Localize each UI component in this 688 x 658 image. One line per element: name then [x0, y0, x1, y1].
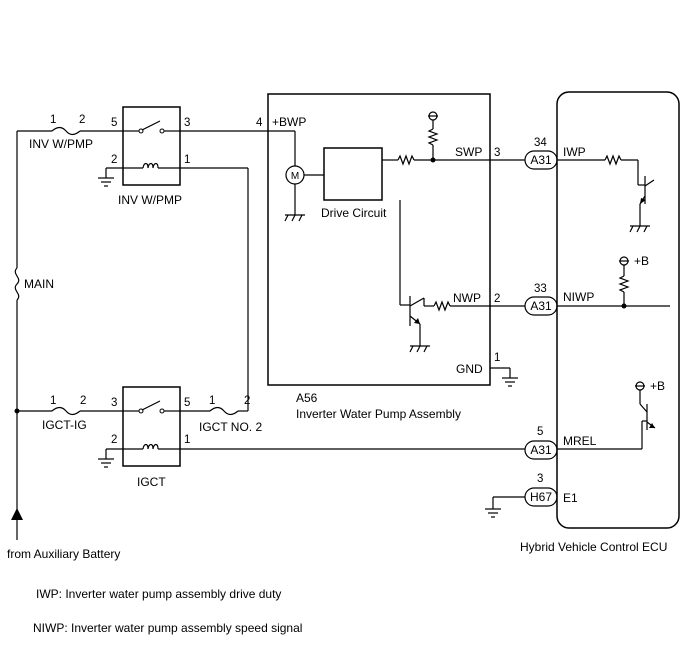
- nwp-pin: 2: [494, 293, 500, 305]
- bwp-label: +BWP: [272, 115, 306, 129]
- relay-switch-icon: [123, 120, 180, 134]
- ground-icon: [502, 377, 518, 387]
- igct-ig-fuse-icon: [51, 406, 81, 416]
- pump-assembly-name: Inverter Water Pump Assembly: [296, 407, 461, 421]
- legend: IWP: Inverter water pump assembly drive …: [33, 587, 302, 635]
- inv-pump-fuse-label: INV W/PMP: [29, 137, 93, 151]
- transistor-icon: [639, 403, 656, 430]
- inv-pump-circuit: 1 2 INV W/PMP 5 3 2 1 INV W/P: [17, 106, 295, 411]
- igct-relay-pin-1: 1: [184, 434, 190, 446]
- igct-relay-pin-3: 3: [111, 397, 117, 409]
- igct2-fuse-pin-out: 2: [244, 395, 250, 407]
- e1-label: E1: [563, 491, 578, 505]
- niwp-connector: A31 33: [524, 283, 558, 316]
- transistor-icon: [409, 296, 425, 326]
- main-fuse-icon: [14, 267, 20, 301]
- ecu-name: Hybrid Vehicle Control ECU: [520, 540, 667, 554]
- svg-text:A31: A31: [530, 443, 552, 457]
- ground-icon: [485, 508, 501, 518]
- gnd-pin: 1: [494, 352, 500, 364]
- e1-pin: 3: [537, 473, 543, 485]
- ground-icon: [98, 458, 114, 468]
- inv-fuse-pin-out: 2: [79, 114, 85, 126]
- mrel-label: MREL: [563, 434, 597, 448]
- inv-relay-pin-2: 2: [111, 154, 117, 166]
- igct-relay-pin-2: 2: [111, 434, 117, 446]
- igct-fuse-pin-in: 1: [50, 395, 56, 407]
- relay-coil-icon: [123, 162, 180, 169]
- inv-pump-relay-label: INV W/PMP: [118, 193, 182, 207]
- transistor-icon: [639, 176, 655, 205]
- chassis-ground-icon: [629, 225, 650, 233]
- inverter-water-pump-assembly: 4 +BWP M Drive Circuit SWP 3: [256, 93, 525, 421]
- inv-pump-relay: [122, 106, 181, 186]
- igct-relay-pin-5: 5: [184, 397, 190, 409]
- relay-switch-icon: [123, 400, 180, 414]
- ground-icon: [98, 177, 114, 187]
- svg-text:H67: H67: [530, 490, 552, 504]
- svg-text:A31: A31: [530, 153, 552, 167]
- relay-coil-icon: [123, 443, 180, 450]
- drive-circuit-block: [323, 147, 383, 201]
- drive-circuit-label: Drive Circuit: [321, 206, 387, 220]
- resistor-icon: [618, 275, 630, 293]
- plus-b-label-1: +B: [634, 254, 649, 268]
- resistor-icon: [397, 154, 415, 166]
- legend-item: IWP: Inverter water pump assembly drive …: [36, 587, 281, 601]
- chassis-ground-icon: [409, 345, 430, 353]
- inv-pump-fuse-icon: [51, 126, 81, 136]
- resistor-icon: [604, 154, 622, 166]
- igct-circuit: 1 2 IGCT-IG 3 5 2 1 IGCT: [17, 386, 525, 489]
- igct-ig-fuse-label: IGCT-IG: [42, 418, 87, 432]
- swp-label: SWP: [455, 145, 482, 159]
- inv-relay-pin-1: 1: [184, 154, 190, 166]
- main-fuse-label: MAIN: [24, 277, 54, 291]
- plus-b-label-2: +B: [650, 379, 665, 393]
- resistor-icon: [427, 128, 439, 146]
- power-feed: from Auxiliary Battery MAIN: [7, 131, 120, 561]
- mrel-pin: 5: [537, 426, 543, 438]
- chassis-ground-icon: [284, 214, 305, 222]
- igct-fuse-pin-out: 2: [80, 395, 86, 407]
- legend-item: NIWP: Inverter water pump assembly speed…: [33, 621, 302, 635]
- igct2-fuse-pin-in: 1: [209, 395, 215, 407]
- inv-relay-pin-5: 5: [111, 117, 117, 129]
- inv-fuse-pin-in: 1: [50, 114, 56, 126]
- niwp-pin: 33: [534, 283, 547, 295]
- inv-relay-pin-3: 3: [184, 117, 190, 129]
- igct-no2-fuse-label: IGCT NO. 2: [199, 420, 262, 434]
- resistor-icon: [433, 300, 451, 312]
- bwp-pin: 4: [256, 117, 263, 129]
- battery-source-label: from Auxiliary Battery: [7, 547, 120, 561]
- pump-assembly-code: A56: [296, 391, 318, 405]
- hybrid-vehicle-control-ecu: IWP NIWP +B MREL: [520, 91, 680, 554]
- igct-relay-label: IGCT: [137, 475, 166, 489]
- igct-no2-fuse-icon: [209, 406, 239, 416]
- iwp-connector: A31 34: [524, 137, 558, 170]
- niwp-label: NIWP: [563, 290, 594, 304]
- iwp-label: IWP: [563, 145, 586, 159]
- mrel-connector: A31 5: [524, 426, 558, 460]
- e1-connector: H67 3: [485, 473, 558, 518]
- swp-pin: 3: [494, 147, 500, 159]
- nwp-label: NWP: [453, 291, 481, 305]
- motor-symbol: M: [291, 171, 299, 182]
- iwp-pin: 34: [534, 137, 547, 149]
- battery-arrow-icon: [11, 508, 23, 520]
- gnd-label: GND: [456, 362, 483, 376]
- svg-text:A31: A31: [530, 299, 552, 313]
- igct-relay: [122, 386, 181, 467]
